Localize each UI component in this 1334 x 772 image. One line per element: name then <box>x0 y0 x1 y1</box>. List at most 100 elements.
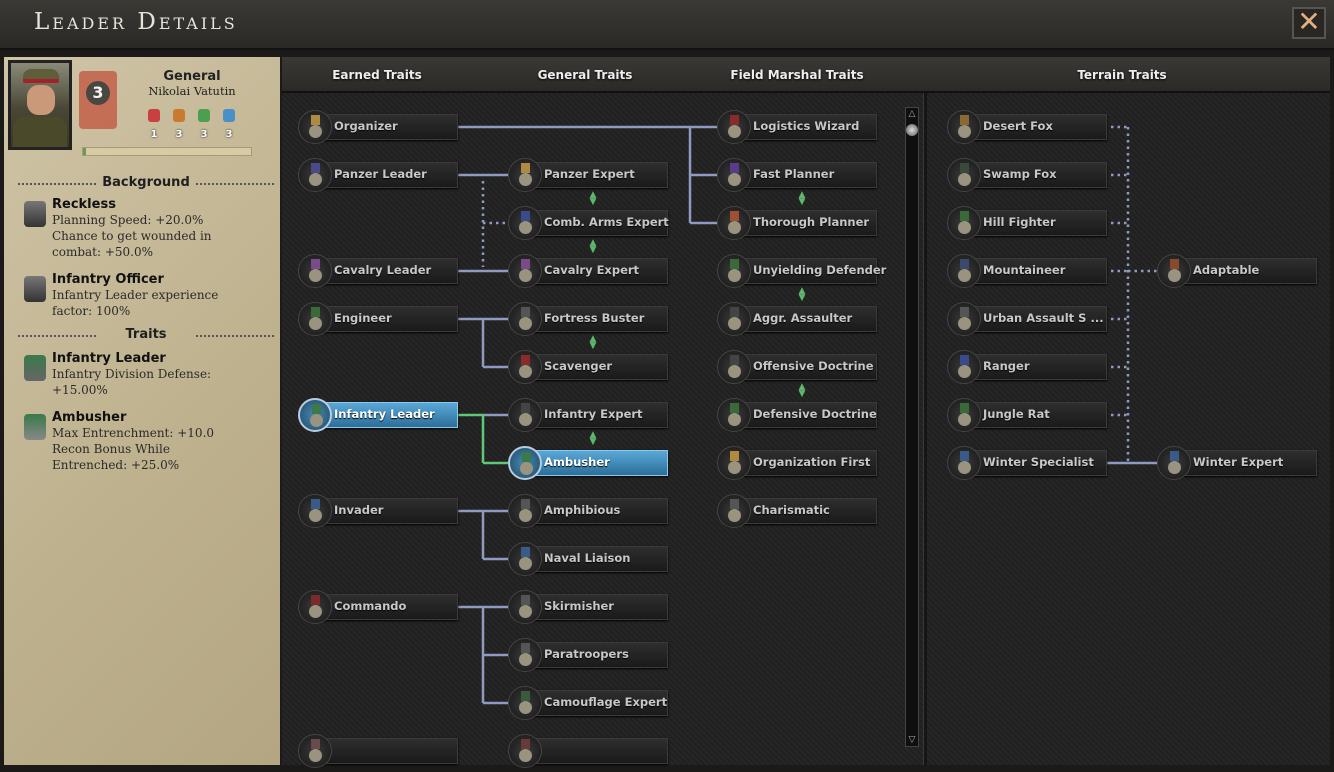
ambusher-icon <box>24 414 46 440</box>
mutual-exclusive-arrow-icon: ▲▼ <box>589 238 597 255</box>
medal-icon <box>717 110 751 144</box>
trait-node-defensive-doctrine[interactable]: Defensive Doctrine <box>717 398 877 432</box>
medal-icon <box>717 446 751 480</box>
trait-label: Desert Fox <box>983 119 1053 133</box>
trait-node-naval-liaison[interactable]: Naval Liaison <box>508 542 668 576</box>
trait-node-thorough-planner[interactable]: Thorough Planner <box>717 206 877 240</box>
trait-node-fortress-buster[interactable]: Fortress Buster <box>508 302 668 336</box>
trait-node-engineer[interactable]: Engineer <box>298 302 458 336</box>
medal-icon <box>298 158 332 192</box>
mutual-exclusive-arrow-icon: ▲▼ <box>589 190 597 207</box>
defense-icon <box>173 109 185 122</box>
trait-node-hill-fighter[interactable]: Hill Fighter <box>947 206 1107 240</box>
infantry-officer-icon <box>24 276 46 302</box>
trait-node-commando[interactable]: Commando <box>298 590 458 624</box>
trait-node-aggr-assaulter[interactable]: Aggr. Assaulter <box>717 302 877 336</box>
stat-value: 3 <box>225 129 233 140</box>
medal-icon <box>508 158 542 192</box>
background-heading: Background <box>18 175 274 190</box>
medal-icon <box>1157 254 1191 288</box>
column-terrain-traits: Terrain Traits <box>1077 68 1167 82</box>
trait-label: Urban Assault S ... <box>983 311 1104 325</box>
medal-icon <box>508 638 542 672</box>
trait-label: Aggr. Assaulter <box>753 311 853 325</box>
trait-desc: Planning Speed: +20.0% Chance to get wou… <box>52 213 212 259</box>
trait-label: Camouflage Expert <box>544 695 668 709</box>
medal-icon <box>298 590 332 624</box>
trait-node-mountaineer[interactable]: Mountaineer <box>947 254 1107 288</box>
trait-node-unyielding-defender[interactable]: Unyielding Defender <box>717 254 886 288</box>
trait-label: Cavalry Expert <box>544 263 640 277</box>
trait-node-winter-specialist[interactable]: Winter Specialist <box>947 446 1107 480</box>
medal-icon <box>717 158 751 192</box>
trait-label: Unyielding Defender <box>753 263 887 277</box>
scroll-thumb[interactable] <box>906 124 918 136</box>
trait-node-fast-planner[interactable]: Fast Planner <box>717 158 877 192</box>
medal-icon <box>1157 446 1191 480</box>
trait-label: Engineer <box>334 311 392 325</box>
trait-node-urban-assault-s-[interactable]: Urban Assault S ... <box>947 302 1107 336</box>
trait-node-charismatic[interactable]: Charismatic <box>717 494 877 528</box>
trait-node-ambusher[interactable]: Ambusher <box>508 446 668 480</box>
trait-label: Scavenger <box>544 359 613 373</box>
trait-node-amphibious[interactable]: Amphibious <box>508 494 668 528</box>
trait-node-adaptable[interactable]: Adaptable <box>1157 254 1317 288</box>
medal-icon <box>717 398 751 432</box>
leader-portrait <box>8 60 72 150</box>
trait-label: Winter Specialist <box>983 455 1094 469</box>
trait-label: Swamp Fox <box>983 167 1057 181</box>
trait-node-comb-arms-expert[interactable]: Comb. Arms Expert <box>508 206 669 240</box>
trait-node-invader[interactable]: Invader <box>298 494 458 528</box>
trait-desc: Infantry Leader experience factor: 100% <box>52 288 219 318</box>
trait-node-panzer-expert[interactable]: Panzer Expert <box>508 158 668 192</box>
trait-node-ranger[interactable]: Ranger <box>947 350 1107 384</box>
scroll-down-icon[interactable]: ▽ <box>908 735 916 745</box>
trait-node-paratroopers[interactable]: Paratroopers <box>508 638 668 672</box>
medal-icon <box>298 302 332 336</box>
logistics-icon <box>223 109 235 122</box>
trait-node-organization-first[interactable]: Organization First <box>717 446 877 480</box>
trait-node-scavenger[interactable]: Scavenger <box>508 350 668 384</box>
trait-label: Infantry Expert <box>544 407 643 421</box>
stat-defense: 3 <box>172 109 186 141</box>
trait-node-skirmisher[interactable]: Skirmisher <box>508 590 668 624</box>
trait-node-desert-fox[interactable]: Desert Fox <box>947 110 1107 144</box>
trait-node-jungle-rat[interactable]: Jungle Rat <box>947 398 1107 432</box>
trait-node-hidden[interactable] <box>298 734 458 768</box>
trait-label: Fortress Buster <box>544 311 645 325</box>
trait-node-hidden[interactable] <box>508 734 668 768</box>
trait-label: Panzer Leader <box>334 167 427 181</box>
medal-icon <box>508 734 542 768</box>
trait-node-infantry-leader[interactable]: Infantry Leader <box>298 398 458 432</box>
trait-node-panzer-leader[interactable]: Panzer Leader <box>298 158 458 192</box>
trait-node-cavalry-expert[interactable]: Cavalry Expert <box>508 254 668 288</box>
medal-icon <box>717 254 751 288</box>
experience-bar <box>82 147 252 156</box>
scroll-up-icon[interactable]: △ <box>908 109 916 119</box>
trait-label: Thorough Planner <box>753 215 870 229</box>
stat-value: 3 <box>175 129 183 140</box>
scrollbar[interactable]: △▽ <box>905 107 919 747</box>
trait-node-logistics-wizard[interactable]: Logistics Wizard <box>717 110 877 144</box>
trait-node-swamp-fox[interactable]: Swamp Fox <box>947 158 1107 192</box>
medal-icon <box>508 446 542 480</box>
trait-node-camouflage-expert[interactable]: Camouflage Expert <box>508 686 668 720</box>
medal-icon <box>947 350 981 384</box>
trait-label: Invader <box>334 503 384 517</box>
trait-label: Ranger <box>983 359 1030 373</box>
infantry-leader-icon <box>24 355 46 381</box>
close-button[interactable]: ✕ <box>1292 7 1326 39</box>
trait-node-offensive-doctrine[interactable]: Offensive Doctrine <box>717 350 877 384</box>
trait-node-cavalry-leader[interactable]: Cavalry Leader <box>298 254 458 288</box>
trait-node-winter-expert[interactable]: Winter Expert <box>1157 446 1317 480</box>
column-field-marshal-traits: Field Marshal Traits <box>730 68 864 82</box>
trait-label: Fast Planner <box>753 167 835 181</box>
trait-label: Infantry Leader <box>334 407 435 421</box>
trait-node-infantry-expert[interactable]: Infantry Expert <box>508 398 668 432</box>
trait-node-organizer[interactable]: Organizer <box>298 110 458 144</box>
trait-label: Offensive Doctrine <box>753 359 874 373</box>
trait-name: Infantry Leader <box>52 351 166 366</box>
trait-desc: Max Entrenchment: +10.0 Recon Bonus Whil… <box>52 426 215 472</box>
medal-icon <box>298 494 332 528</box>
